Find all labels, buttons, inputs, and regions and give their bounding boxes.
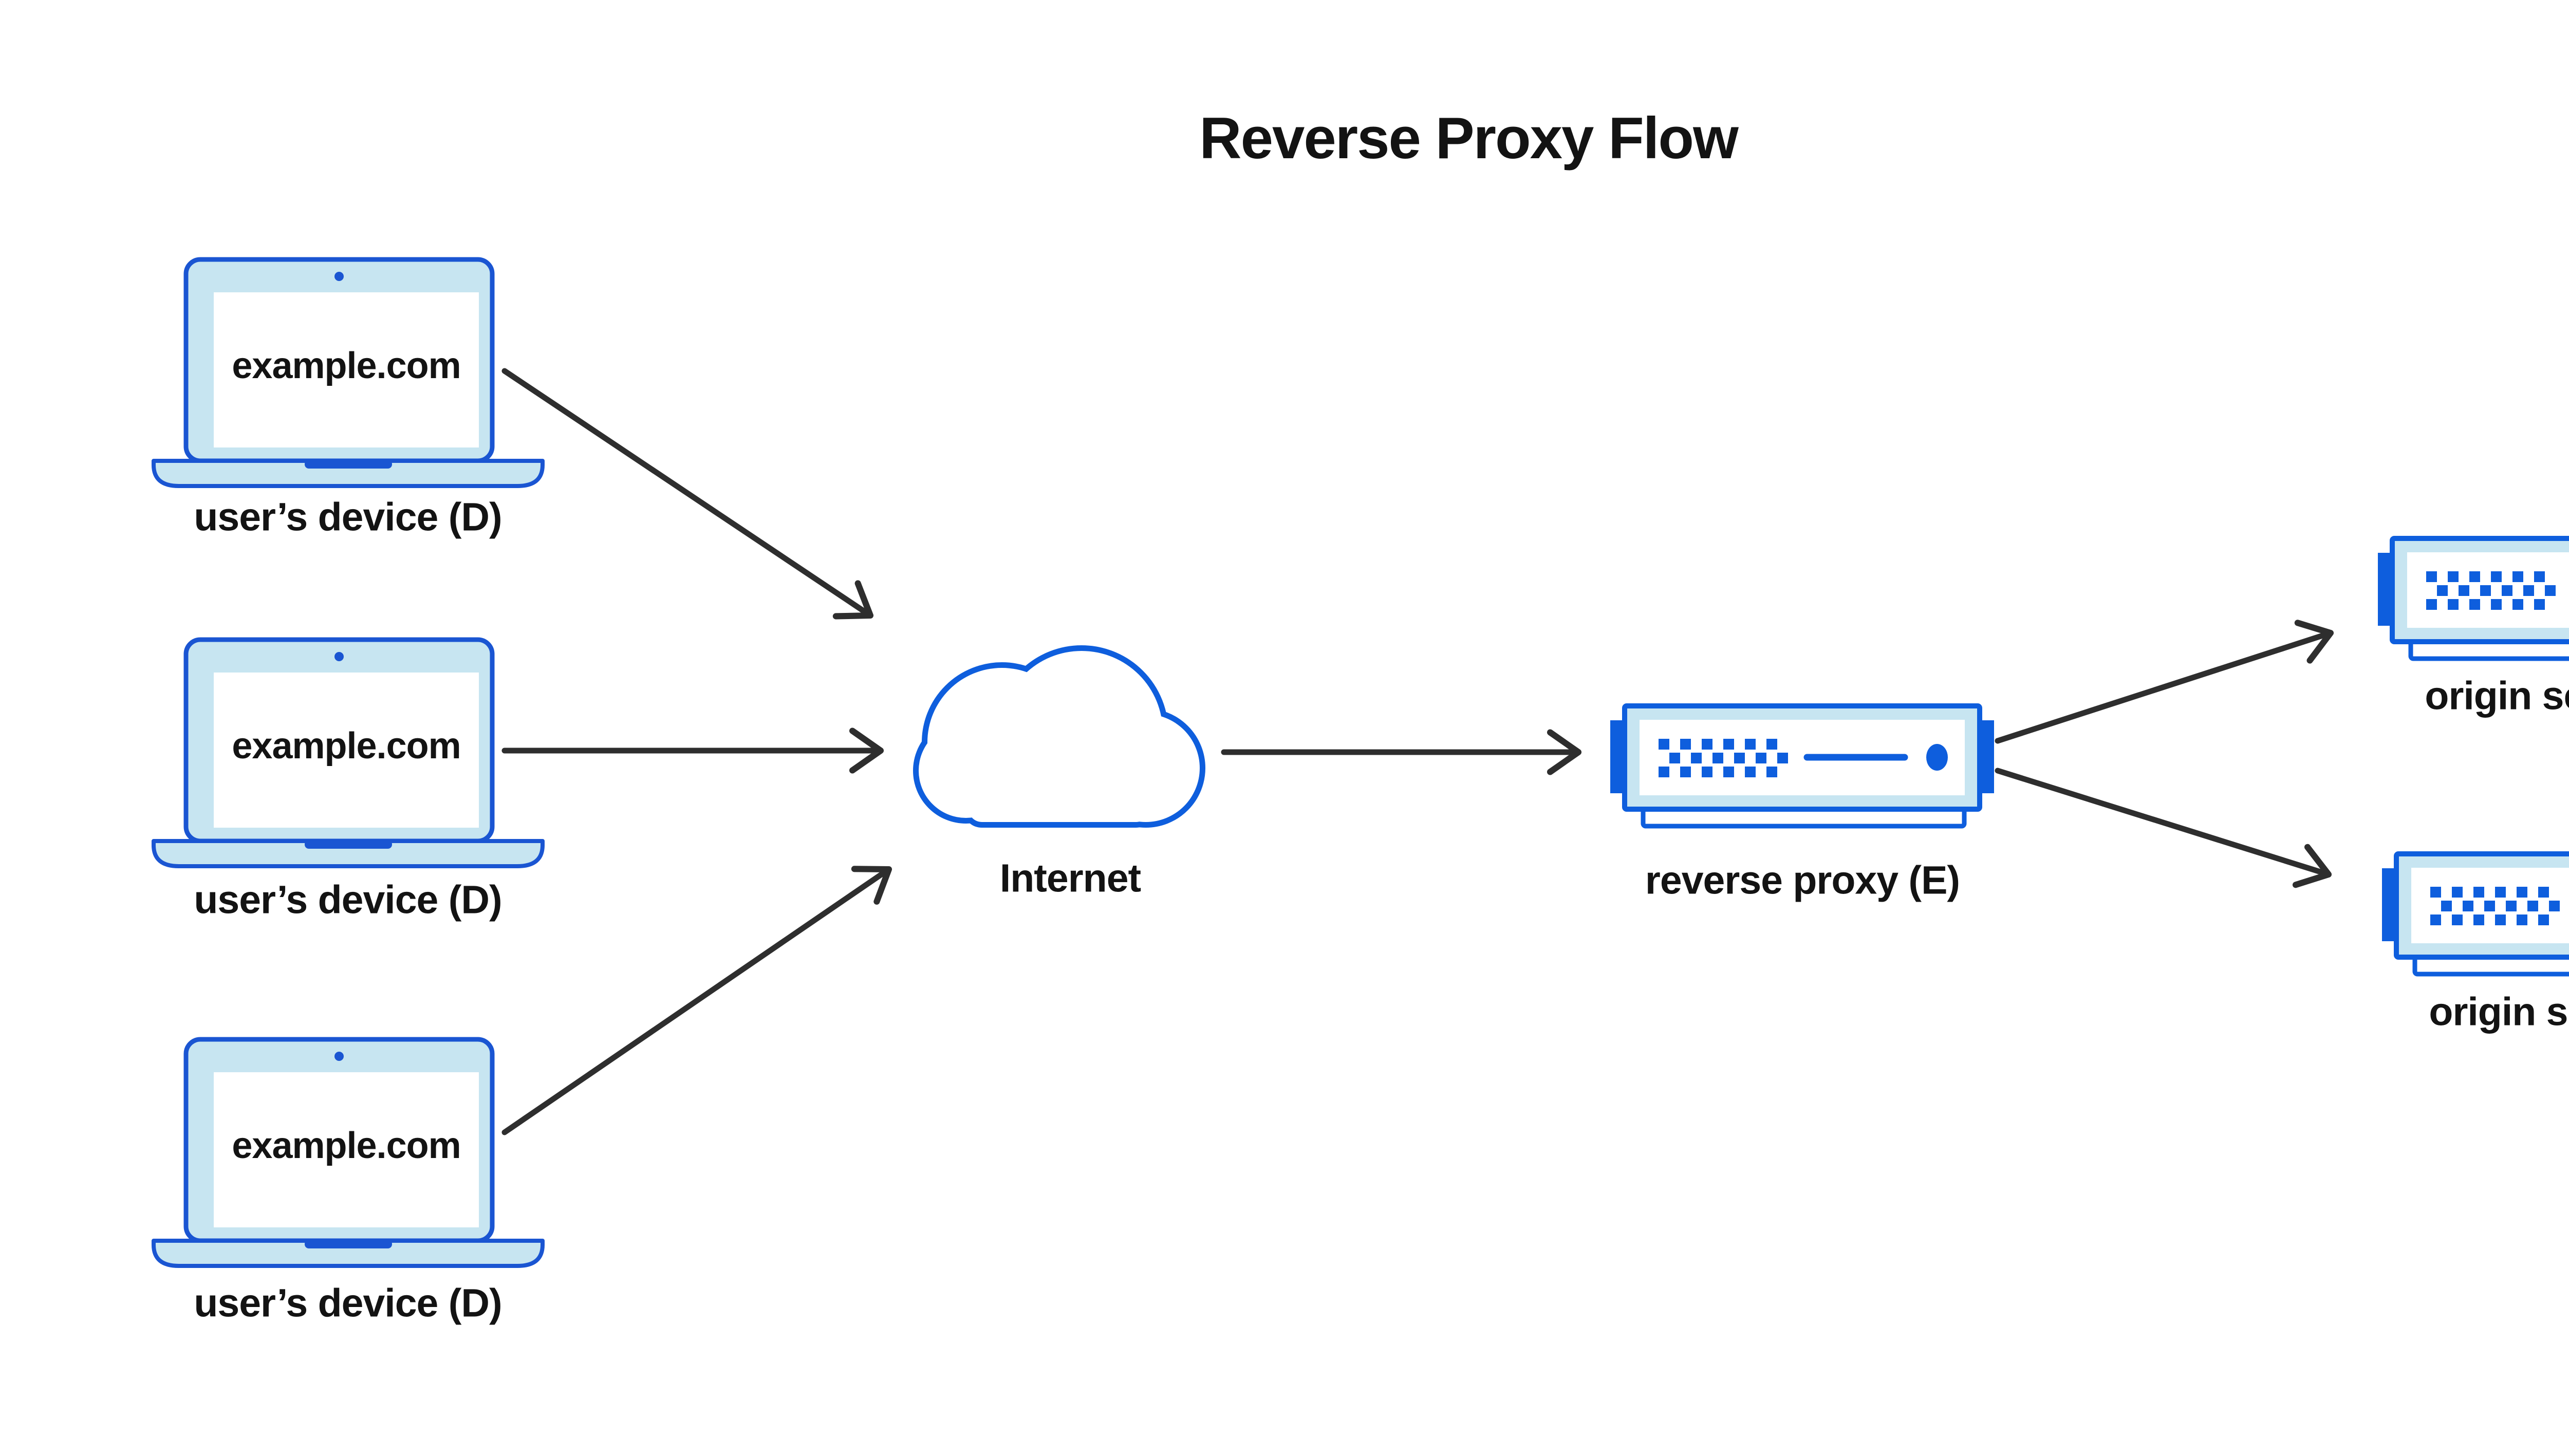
server-icon — [1610, 706, 1994, 826]
internet-label: Internet — [999, 856, 1141, 901]
device2-screen-text: example.com — [232, 725, 461, 767]
origin-server1-label: origin server (F) — [2425, 674, 2569, 718]
reverse-proxy-label: reverse proxy (E) — [1645, 858, 1960, 903]
device3-label: user’s device (D) — [194, 1281, 502, 1326]
server-icon — [2382, 854, 2569, 974]
arrow-proxy-to-origin1 — [1995, 620, 2334, 744]
server-icon — [2378, 538, 2569, 659]
arrow-device1-to-internet — [501, 368, 874, 620]
device2-label: user’s device (D) — [194, 878, 502, 922]
cloud-icon — [913, 645, 1205, 828]
origin-server2-label: origin server (F) — [2429, 990, 2569, 1034]
device1-screen-text: example.com — [232, 345, 461, 386]
device1-label: user’s device (D) — [194, 495, 502, 539]
device3-screen-text: example.com — [232, 1125, 461, 1166]
arrow-proxy-to-origin2 — [1995, 768, 2332, 888]
arrow-device3-to-internet — [501, 866, 892, 1135]
page-title: Reverse Proxy Flow — [1199, 106, 1739, 171]
